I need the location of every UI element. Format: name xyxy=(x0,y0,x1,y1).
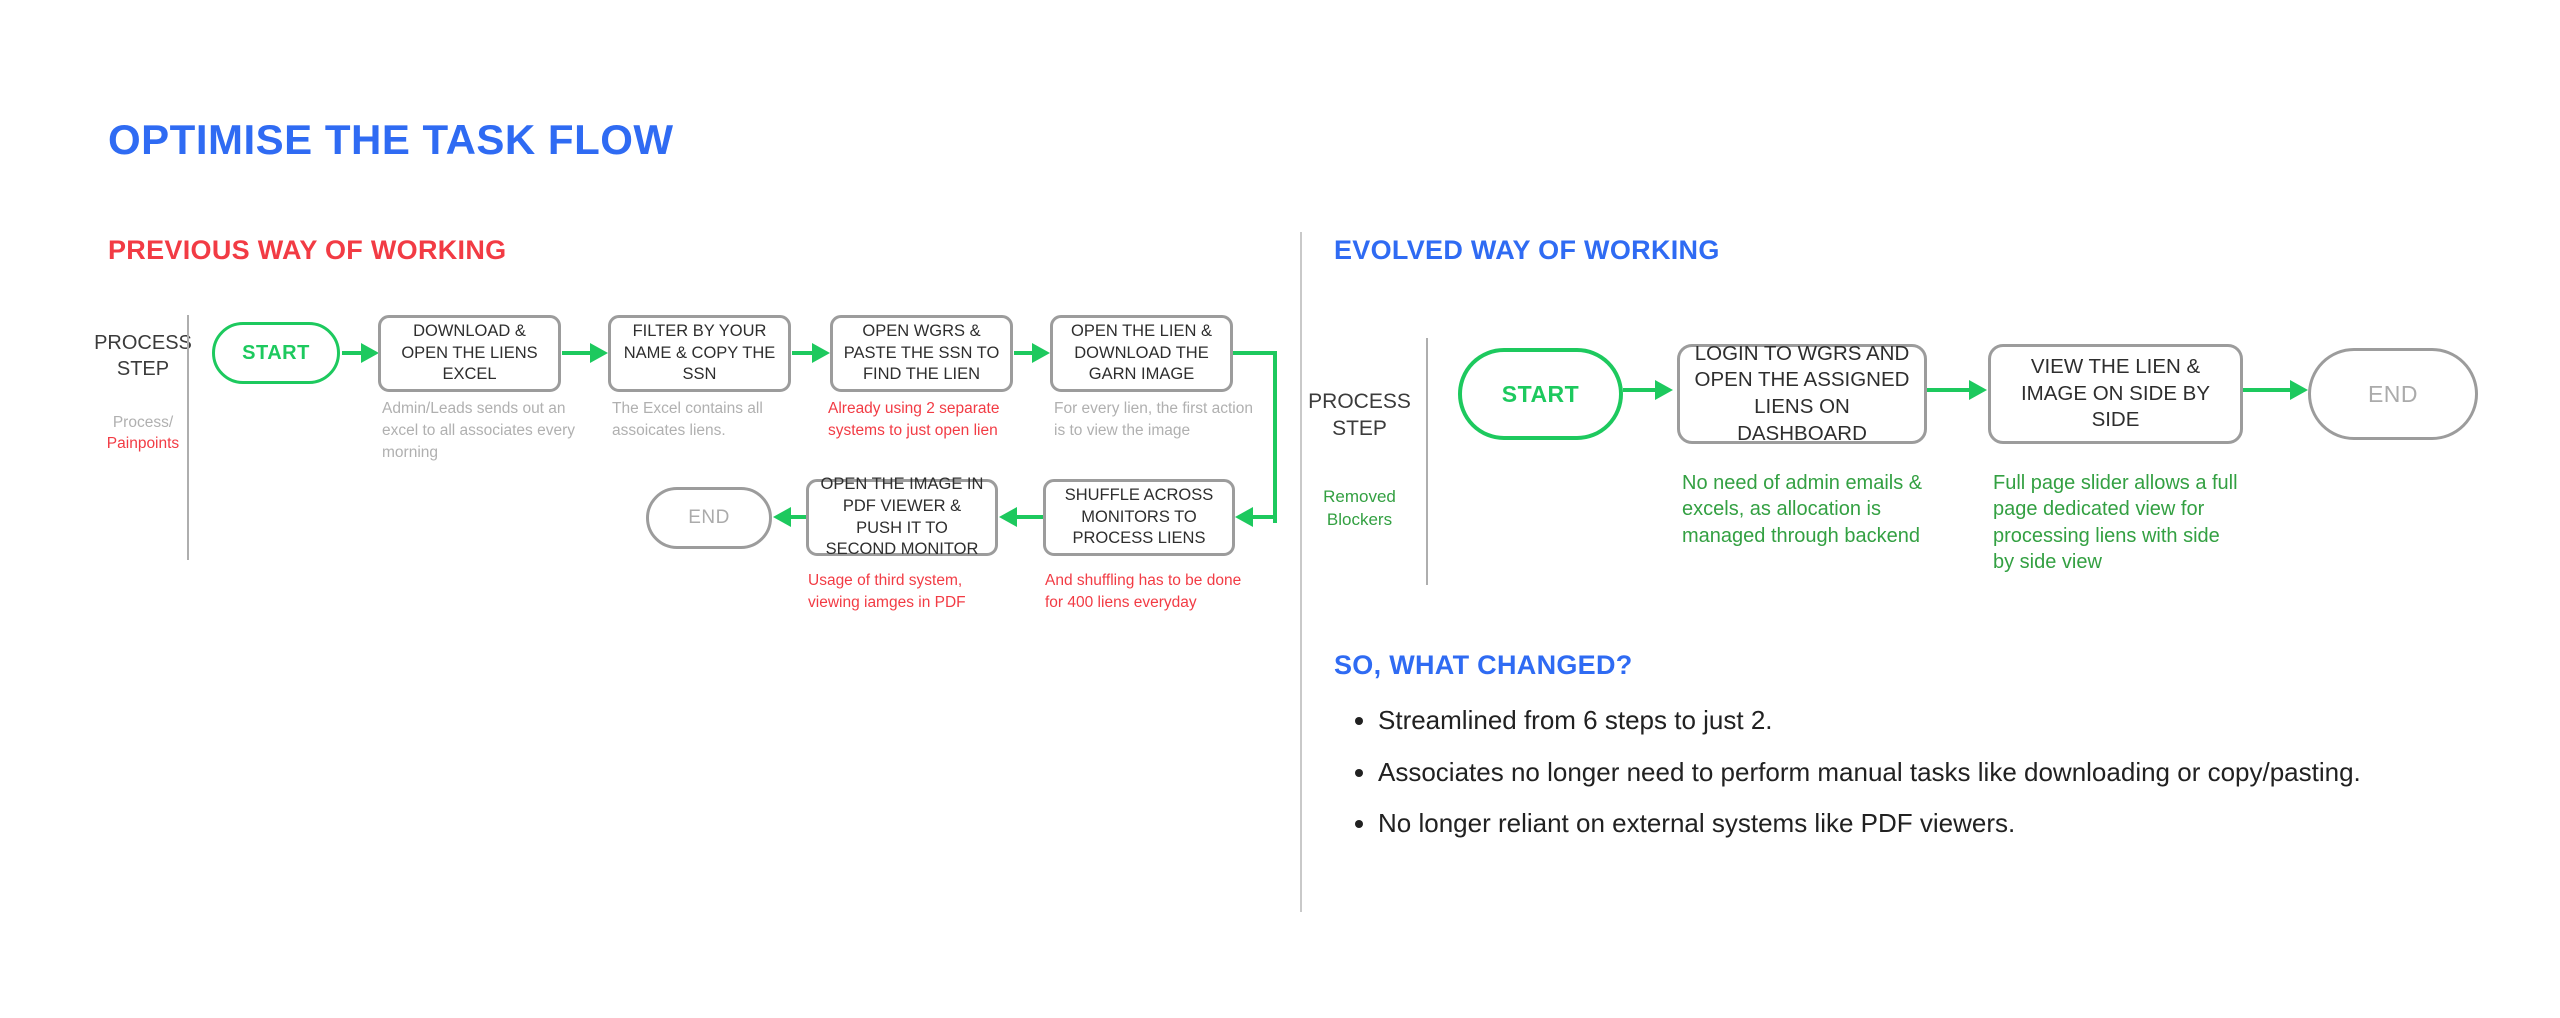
flow-arrow xyxy=(562,351,590,355)
process-sublabel: Process/ xyxy=(112,414,174,431)
flow-arrow xyxy=(342,351,362,355)
step-box-login-wgrs: LOGIN TO WGRS AND OPEN THE ASSIGNED LIEN… xyxy=(1677,342,1927,445)
flow-arrow xyxy=(789,515,806,519)
removed-blockers-label: Removed Blockers xyxy=(1323,487,1396,529)
changed-bullet: Associates no longer need to perform man… xyxy=(1378,756,2544,789)
painpoints-sublabel: Painpoints xyxy=(106,434,180,452)
arrow-head-icon xyxy=(999,507,1017,527)
step-note-painpoint: Usage of third system, viewing iamges in… xyxy=(808,572,966,611)
step-box-side-by-side: VIEW THE LIEN & IMAGE ON SIDE BY SIDE xyxy=(1988,344,2243,444)
step-note-benefit: Full page slider allows a full page dedi… xyxy=(1993,472,2238,574)
arrow-head-icon xyxy=(1969,380,1987,400)
step-note-painpoint: And shuffling has to be done for 400 lie… xyxy=(1045,572,1242,611)
previous-painpoints-label: Process/ Painpoints xyxy=(88,413,198,455)
flow-arrow xyxy=(1927,388,1969,392)
step-box-shuffle-monitors: SHUFFLE ACROSS MONITORS TO PROCESS LIENS xyxy=(1043,479,1235,556)
previous-process-step-label: PROCESS STEP xyxy=(94,332,192,380)
flow-connector xyxy=(1233,351,1277,355)
previous-row-divider xyxy=(187,315,189,560)
flow-connector xyxy=(1251,515,1277,519)
evolved-row-divider xyxy=(1426,338,1428,585)
evolved-start-node: START xyxy=(1458,348,1623,440)
arrow-head-icon xyxy=(773,507,791,527)
arrow-head-icon xyxy=(812,343,830,363)
step-box-pdf-viewer: OPEN THE IMAGE IN PDF VIEWER & PUSH IT T… xyxy=(806,475,998,558)
step-note-painpoint: Already using 2 separate systems to just… xyxy=(828,400,1000,439)
flow-arrow xyxy=(1623,388,1655,392)
changed-heading: SO, WHAT CHANGED? xyxy=(1334,650,1633,680)
changed-bullet-list: Streamlined from 6 steps to just 2. Asso… xyxy=(1334,704,2544,859)
step-box-open-lien: OPEN THE LIEN & DOWNLOAD THE GARN IMAGE xyxy=(1050,315,1233,392)
evolved-section-heading: EVOLVED WAY OF WORKING xyxy=(1334,235,1720,265)
flow-arrow xyxy=(792,351,812,355)
arrow-head-icon xyxy=(2290,380,2308,400)
step-note: Admin/Leads sends out an excel to all as… xyxy=(382,400,575,461)
step-note: The Excel contains all assoicates liens. xyxy=(612,400,763,439)
step-box-download-excel: DOWNLOAD & OPEN THE LIENS EXCEL xyxy=(378,315,561,392)
arrow-head-icon xyxy=(1032,343,1050,363)
changed-bullet: No longer reliant on external systems li… xyxy=(1378,807,2544,840)
step-note: For every lien, the first action is to v… xyxy=(1054,400,1253,439)
arrow-head-icon xyxy=(1235,507,1253,527)
flow-arrow xyxy=(1015,515,1043,519)
flow-arrow xyxy=(2243,388,2290,392)
previous-end-node: END xyxy=(646,487,772,549)
evolved-end-node: END xyxy=(2308,348,2478,440)
arrow-head-icon xyxy=(1655,380,1673,400)
flow-connector xyxy=(1273,351,1277,523)
section-divider xyxy=(1300,232,1302,912)
step-box-open-wgrs: OPEN WGRS & PASTE THE SSN TO FIND THE LI… xyxy=(830,315,1013,392)
previous-start-node: START xyxy=(212,322,340,384)
arrow-head-icon xyxy=(361,343,379,363)
changed-bullet: Streamlined from 6 steps to just 2. xyxy=(1378,704,2544,737)
step-note-benefit: No need of admin emails & excels, as all… xyxy=(1682,472,1923,547)
arrow-head-icon xyxy=(590,343,608,363)
page-title: OPTIMISE THE TASK FLOW xyxy=(108,116,674,163)
evolved-process-step-label: PROCESS STEP xyxy=(1308,390,1411,441)
flow-arrow xyxy=(1014,351,1032,355)
previous-section-heading: PREVIOUS WAY OF WORKING xyxy=(108,235,507,265)
step-box-filter-name: FILTER BY YOUR NAME & COPY THE SSN xyxy=(608,315,791,392)
